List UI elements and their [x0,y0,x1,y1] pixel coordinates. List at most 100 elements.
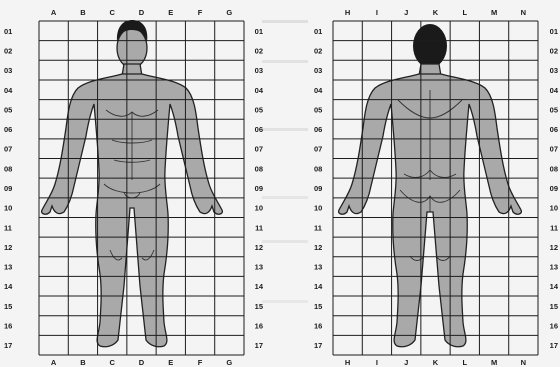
front-row-label-left: 09 [4,184,12,193]
back-row-label-right: 09 [550,184,558,193]
back-column-label-bottom: N [521,358,526,367]
front-row-label-right: 04 [255,86,264,95]
back-row-label-right: 15 [550,302,558,311]
front-row-label-left: 10 [4,204,12,213]
back-row-label-right: 08 [550,164,558,173]
back-row-label-left: 06 [314,125,322,134]
front-row-label-left: 04 [4,86,13,95]
back-row-label-right: 14 [550,282,559,291]
front-row-label-left: 08 [4,164,12,173]
front-row-label-left: 05 [4,105,12,114]
front-row-label-right: 08 [255,164,263,173]
front-row-label-left: 03 [4,66,12,75]
back-row-label-right: 04 [550,86,559,95]
front-row-label-left: 17 [4,341,12,350]
front-row-label-right: 09 [255,184,263,193]
back-column-label-top: H [345,8,350,17]
front-column-label-top: B [80,8,86,17]
back-column-label-top: K [433,8,439,17]
back-row-label-left: 04 [314,86,323,95]
front-row-label-right: 12 [255,243,263,252]
back-row-label-right: 11 [550,223,558,232]
back-row-label-left: 17 [314,341,322,350]
front-row-label-right: 14 [255,282,264,291]
back-row-label-left: 13 [314,263,322,272]
back-column-label-bottom: H [345,358,350,367]
back-column-label-top: N [521,8,526,17]
back-row-label-right: 17 [550,341,558,350]
front-column-label-top: F [198,8,203,17]
back-row-label-left: 10 [314,204,322,213]
back-row-label-right: 12 [550,243,558,252]
front-row-label-right: 06 [255,125,263,134]
front-row-label-left: 16 [4,322,12,331]
front-row-label-right: 13 [255,263,263,272]
back-row-label-right: 16 [550,322,558,331]
front-row-label-left: 11 [4,223,12,232]
front-row-label-right: 01 [255,27,263,36]
front-row-label-left: 14 [4,282,13,291]
front-column-label-top: G [226,8,232,17]
front-row-label-left: 12 [4,243,12,252]
front-column-label-bottom: F [198,358,203,367]
back-row-label-right: 07 [550,145,558,154]
front-row-label-right: 16 [255,322,263,331]
front-row-label-left: 02 [4,46,12,55]
front-row-label-left: 15 [4,302,12,311]
back-row-label-left: 09 [314,184,322,193]
back-row-label-left: 03 [314,66,322,75]
back-column-label-bottom: I [376,358,378,367]
back-row-label-right: 13 [550,263,558,272]
back-row-label-left: 08 [314,164,322,173]
front-row-label-left: 13 [4,263,12,272]
front-row-label-left: 01 [4,27,12,36]
back-column-label-bottom: L [462,358,467,367]
front-row-label-right: 02 [255,46,263,55]
front-row-label-right: 07 [255,145,263,154]
back-column-label-bottom: M [491,358,497,367]
back-column-label-top: I [376,8,378,17]
back-row-label-right: 03 [550,66,558,75]
back-row-label-right: 10 [550,204,558,213]
front-column-label-bottom: D [139,358,145,367]
back-row-label-left: 07 [314,145,322,154]
back-row-label-left: 01 [314,27,322,36]
back-row-label-left: 14 [314,282,323,291]
front-column-label-bottom: C [110,358,116,367]
front-row-label-right: 17 [255,341,263,350]
back-body-figure [339,24,522,347]
front-column-label-top: E [168,8,173,17]
front-row-label-right: 15 [255,302,263,311]
back-row-label-left: 05 [314,105,322,114]
front-column-label-bottom: E [168,358,173,367]
front-row-label-right: 11 [255,223,263,232]
back-column-label-top: L [462,8,467,17]
back-row-label-left: 12 [314,243,322,252]
front-row-label-right: 10 [255,204,263,213]
back-row-label-left: 16 [314,322,322,331]
background-text-texture [262,20,308,303]
front-column-label-bottom: G [226,358,232,367]
front-column-label-bottom: B [80,358,86,367]
front-row-label-left: 06 [4,125,12,134]
front-row-label-right: 05 [255,105,263,114]
front-column-label-top: C [110,8,116,17]
back-row-label-left: 11 [314,223,322,232]
back-row-label-right: 05 [550,105,558,114]
front-row-label-right: 03 [255,66,263,75]
front-column-label-top: D [139,8,145,17]
back-row-label-left: 15 [314,302,322,311]
back-row-label-right: 02 [550,46,558,55]
back-row-label-left: 02 [314,46,322,55]
back-column-label-top: M [491,8,497,17]
back-row-label-right: 06 [550,125,558,134]
front-row-label-left: 07 [4,145,12,154]
front-column-label-bottom: A [51,358,57,367]
front-column-label-top: A [51,8,57,17]
back-column-label-bottom: J [404,358,408,367]
back-row-label-right: 01 [550,27,558,36]
back-column-label-top: J [404,8,408,17]
back-column-label-bottom: K [433,358,439,367]
